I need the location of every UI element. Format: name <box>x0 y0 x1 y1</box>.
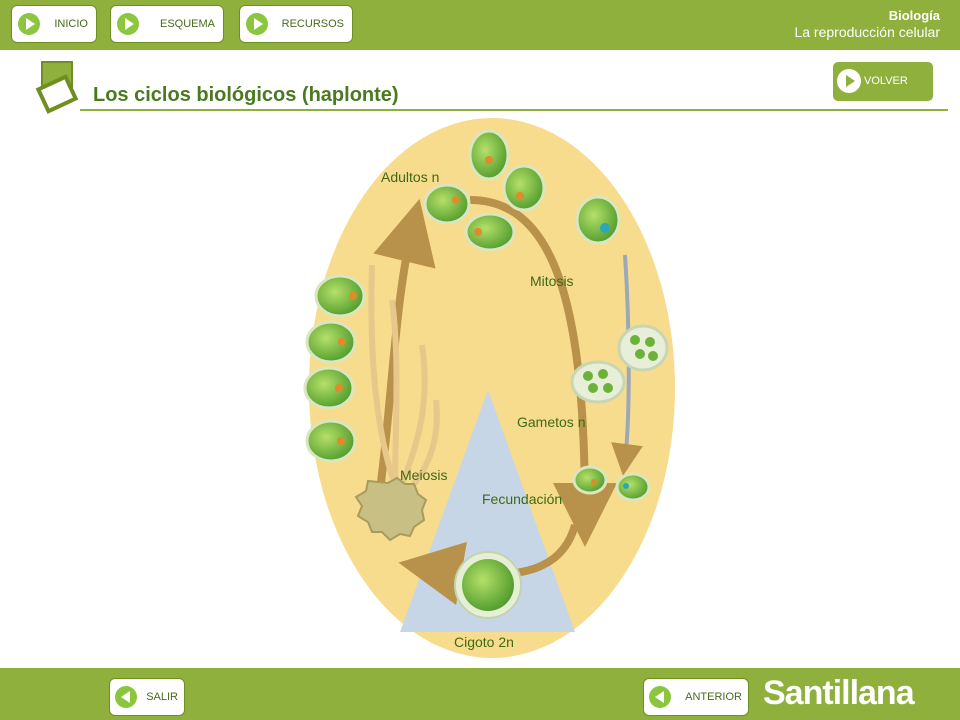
santillana-logo: Santillana <box>763 674 915 712</box>
esquema-button[interactable]: ESQUEMA <box>110 5 224 43</box>
label-adultos: Adultos n <box>381 169 440 185</box>
recursos-label: RECURSOS <box>281 18 344 30</box>
volver-label: VOLVER <box>864 75 908 87</box>
section-icon <box>35 61 79 114</box>
fecundation-arrow <box>398 523 579 605</box>
salir-label: SALIR <box>146 691 178 703</box>
play-icon <box>837 69 861 93</box>
title-divider <box>80 109 948 111</box>
inicio-label: INICIO <box>54 18 88 30</box>
label-meiosis: Meiosis <box>400 467 448 483</box>
gamete-nucleus <box>623 483 629 489</box>
inicio-button[interactable]: INICIO <box>11 5 97 43</box>
gamete-cells <box>572 465 651 502</box>
zygote-cell <box>454 551 522 619</box>
play-icon <box>18 13 40 35</box>
gamete-arrow <box>611 254 643 476</box>
anterior-label: ANTERIOR <box>685 691 742 703</box>
play-icon <box>117 13 139 35</box>
subject-title: Biología <box>888 8 940 23</box>
esquema-label: ESQUEMA <box>159 18 215 30</box>
mitosis-arrow <box>469 196 617 547</box>
label-gametos: Gametos n <box>517 414 586 430</box>
meiospore-cell <box>354 476 428 542</box>
back-icon <box>649 686 671 708</box>
label-mitosis: Mitosis <box>530 273 574 289</box>
salir-button[interactable]: SALIR <box>109 678 185 716</box>
gametes-inside <box>583 335 658 393</box>
gamete-nucleus <box>591 479 597 485</box>
play-icon <box>246 13 268 35</box>
subject-header: Biología La reproducción celular <box>794 8 940 41</box>
dividing-nucleus <box>600 223 610 233</box>
page-title: Los ciclos biológicos (haplonte) <box>93 84 399 106</box>
recursos-button[interactable]: RECURSOS <box>239 5 353 43</box>
label-fecundacion: Fecundación <box>482 491 563 507</box>
back-icon <box>115 686 137 708</box>
anterior-button[interactable]: ANTERIOR <box>643 678 749 716</box>
volver-button[interactable]: VOLVER <box>833 62 933 101</box>
topic-title: La reproducción celular <box>794 24 940 40</box>
cell-nuclei <box>335 156 524 445</box>
label-cigoto: Cigoto 2n <box>454 634 514 650</box>
